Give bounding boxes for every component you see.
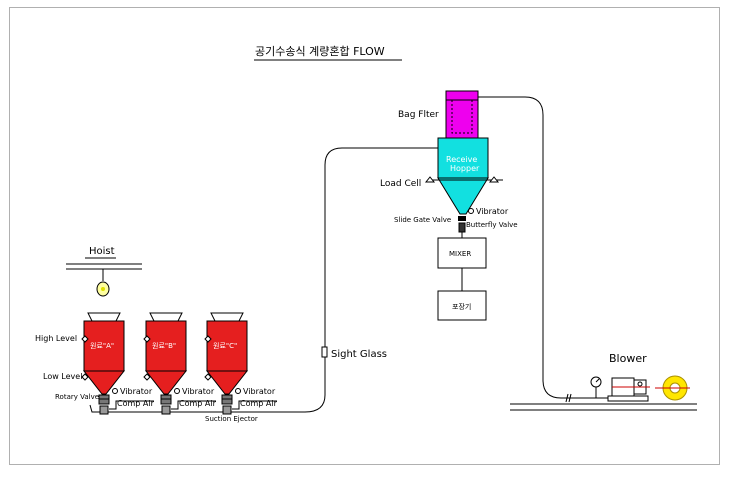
tank-label: 원료"B" [152, 341, 176, 350]
tank-label: 원료"C" [213, 341, 237, 350]
receive-hopper-label-1: Receive [446, 155, 477, 164]
hopper-vibrator-label: Vibrator [476, 207, 509, 216]
load-cell-right-icon [488, 176, 500, 183]
pressure-gauge-icon [590, 376, 602, 398]
tank-vibrator-icon [235, 388, 241, 394]
diagram-frame [9, 7, 720, 465]
load-cell-label: Load Cell [380, 179, 421, 189]
tank-vibrator-icon [112, 388, 118, 394]
butterfly-label: Butterfly Valve [466, 221, 518, 229]
tank-vibrator-label: Vibrator [120, 387, 153, 396]
slide-gate-label: Slide Gate Valve [394, 216, 451, 224]
comp-air-label: Comp Air [240, 399, 278, 408]
suction-ejector-label: Suction Ejector [205, 415, 258, 423]
receive-hopper [430, 137, 503, 215]
packer [437, 290, 487, 321]
suction-ejector-icon [161, 405, 171, 415]
suction-ejector-icon [222, 405, 232, 415]
bag-filter [445, 90, 479, 139]
sight-glass-label: Sight Glass [331, 349, 387, 360]
diagram-title: 공기수송식 계량혼합 FLOW [255, 45, 385, 58]
hoist-hook-icon [96, 281, 110, 297]
high-level-sensor-icon [81, 335, 89, 343]
rotary-valve-label: Rotary Valve [55, 393, 99, 401]
conveying-pipe [89, 96, 610, 413]
tank-vibrator-label: Vibrator [182, 387, 215, 396]
mixer [437, 237, 487, 269]
packer-label: 포장기 [452, 302, 471, 311]
blower-motor-icon [607, 377, 650, 402]
load-cell-left-icon [424, 176, 436, 183]
check-valve-icon [565, 393, 572, 403]
slide-gate-valve [458, 216, 466, 221]
high-level-sensor-icon [204, 335, 212, 343]
tank-vibrator-icon [174, 388, 180, 394]
suction-ejector-icon [99, 405, 109, 415]
low-level-label: Low Level [43, 372, 82, 381]
high-level-sensor-icon [143, 335, 151, 343]
low-level-sensor-icon [143, 373, 151, 381]
blower-fan-icon [655, 375, 690, 401]
blower-label: Blower [609, 352, 647, 365]
hoist-label: Hoist [89, 246, 115, 257]
butterfly-valve [458, 222, 466, 233]
hopper-vibrator-icon [468, 208, 474, 214]
bag-filter-label: Bag Flter [398, 110, 439, 120]
high-level-label: High Level [35, 334, 77, 343]
mixer-label: MIXER [449, 250, 471, 258]
low-level-sensor-icon [81, 373, 89, 381]
receive-hopper-label-2: Hopper [450, 164, 480, 173]
tank-vibrator-label: Vibrator [243, 387, 276, 396]
tank-label: 원료"A" [90, 341, 114, 350]
low-level-sensor-icon [204, 373, 212, 381]
sight-glass [321, 346, 328, 358]
comp-air-label: Comp Air [179, 399, 217, 408]
comp-air-label: Comp Air [117, 399, 155, 408]
